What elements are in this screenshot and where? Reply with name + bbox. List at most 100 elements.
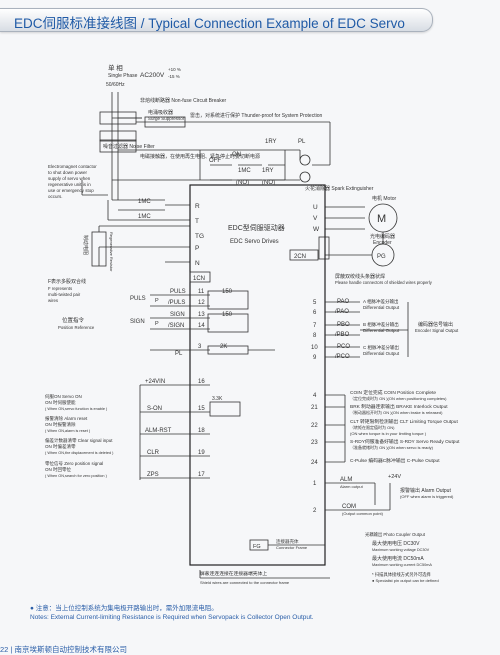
pulse-title-cn: F表示多股双合线 [48,278,86,285]
enc-pin: 7 [313,323,317,329]
vin-label: +24VIN [145,379,165,385]
alarm-plus: +24V [388,474,401,480]
drive-1cn: 1CN [193,276,205,282]
output-pin: 24 [311,460,318,466]
output-desc: BRK 制动器连索输出 BRAKE Interlock Output [350,403,448,410]
output-desc: （制动器松开时为 ON )(ON when brake is released) [350,409,443,415]
term-p: P [195,245,199,252]
relay-no-2: (NO) [262,180,275,186]
input-descriptions: 伺服ON Servo ON ON 时伺服使能 ( When ON,servo f… [45,393,114,478]
output-pins: 4 21 22 23 24 [311,393,318,466]
encoder-cn: 光电编码器 [370,233,395,240]
notes-cn: ● 注意：当上位控制系统为集电极开路输出时，需外加限流电阻。 [30,605,218,612]
input-desc-cn: 零位信号 Zero position signal [45,460,103,467]
enc-pin: 8 [313,333,317,339]
pl-pin: 3 [198,344,202,350]
motor-symbol: M [377,213,386,225]
surge-cn: 电涌吸收器 [148,109,173,116]
pos-ref-en: Position Reference [58,325,95,330]
enc-pin: 6 [313,310,317,316]
fg-box: FG [253,544,261,550]
motor-label: 电机 Motor [372,195,397,202]
pulse-name: /SIGN [168,323,184,329]
encoder-output-desc: A 相脉冲差分输出 Differential Output B 相脉冲差分输出 … [363,298,400,356]
enc-name: PCO [337,344,350,350]
pl-name: PL [175,351,183,357]
output-pin: 22 [311,423,318,429]
enc-name: PAO [337,299,350,305]
drive-title-cn: EDC型伺服驱动器 [228,223,285,232]
notes: ● 注意：当上位控制系统为集电极开路输出时，需外加限流电阻。 Notes: Ex… [30,604,314,622]
power-freq: 50/60Hz [106,82,125,88]
input-desc-cn2: ON 时伺服使能 [45,399,76,406]
surge-note: 雷击，对系统进行保护 Thunder-proof for System Prot… [190,112,322,119]
input-desc-en: ( When ON,search for zero position ) [45,474,108,478]
alarm-name: ALM [340,477,352,483]
photo-line: 最大使用电压 DC30V [372,540,420,547]
footer: 22 | 南京埃斯顿自动控制技术有限公司 [0,644,127,655]
input-name: ALM-RST [145,428,172,434]
enc-name: PBO [337,322,350,328]
relay-1mc: 1MC [238,168,251,174]
mc2-label: 1MC [138,214,151,220]
relay-no-1: (NO) [236,180,249,186]
mc1-label: 1MC [138,199,151,205]
enc-sub: /PBO [335,332,350,338]
input-pin: 17 [198,472,205,478]
photo-coupler-notes: 光耦输出 Photo Coupler Output 最大使用电压 DC30V M… [365,531,439,583]
pulse-pin: 11 [198,289,205,295]
alarm-pin: 1 [313,481,317,487]
enc-pin: 9 [313,355,317,361]
output-descriptions: COIN 定位完成 COIN Position Complete （定位完成时为… [350,389,460,464]
output-pin: 23 [311,440,318,446]
enc-group-en: Encoder Signal Output [415,328,459,333]
p-label-1: P [155,298,159,304]
fg-en: Connector Frame [276,545,308,550]
output-pin: 4 [313,393,317,399]
enc-sub: /PCO [335,354,350,360]
notes-en: Notes: External Current-limiting Resista… [30,614,314,621]
power-tol-plus: +10 % [168,67,181,72]
pulse-title-en: F represents multi-twisted pair wires [48,286,81,303]
power-phase-en: Single Phase [108,73,138,79]
title-banner: EDC伺服标准接线图 / Typical Connection Example … [0,8,433,32]
encoder-pg: PG [377,254,386,260]
enc-desc-cn: B 相脉冲差分输出 [363,321,399,328]
term-w: W [313,226,320,233]
term-t: T [195,218,199,225]
shield-en: Shield wires are connected to the connec… [200,580,290,585]
drive-2cn: 2CN [294,254,306,260]
encoder-outputs: 5 6 PAO /PAO 7 8 PBO /PBO 10 9 PCO /PCO [311,299,350,361]
relay-1ry: 1RY [265,139,277,145]
input-pin: 15 [198,406,205,412]
breaker-label: 非熔线断路器 Non-fuse Circuit Breaker [140,97,226,104]
pulse-name: SIGN [170,312,185,318]
input-name: S-ON [147,406,162,412]
power-phase-cn: 单 相 [108,63,123,72]
term-n: N [195,260,200,267]
connection-diagram: 单 相 Single Phase 50/60Hz AC200V +10 % -1… [45,63,460,585]
enc-desc-en: Differential Output [363,328,400,333]
vin-res: 3.3K [212,396,223,402]
term-u: U [313,204,318,211]
pl-res: 2K [220,344,227,350]
pulse-res: 150 [222,312,233,318]
alarm-sub: Alarm output [340,484,364,489]
enc-desc-en: Differential Output [363,351,400,356]
twist-en: Please handle connectors of shielded wir… [335,280,433,285]
input-pin: 18 [198,428,205,434]
output-desc: (ON when torque is in your limiting torq… [350,431,427,436]
term-tg: TG [195,233,204,240]
relay-pl: PL [298,139,306,145]
contactor-note-cn: 电磁接触器，在使用再生电阻、紧急停止时要切断电源 [140,153,260,160]
output-pin: 21 [311,405,318,411]
input-desc-cn: 偏差计数器清零 Clear signal input [45,437,113,444]
relay-1ry-2: 1RY [262,168,274,174]
input-name: CLR [147,450,160,456]
enc-pin: 5 [313,300,317,306]
relay-on: ON [232,152,241,158]
page-number: 22 [0,645,9,654]
footer-divider: | [10,645,15,654]
fg-cn: 连接器壳体 [276,538,299,545]
pulse-pin: 14 [198,323,205,329]
